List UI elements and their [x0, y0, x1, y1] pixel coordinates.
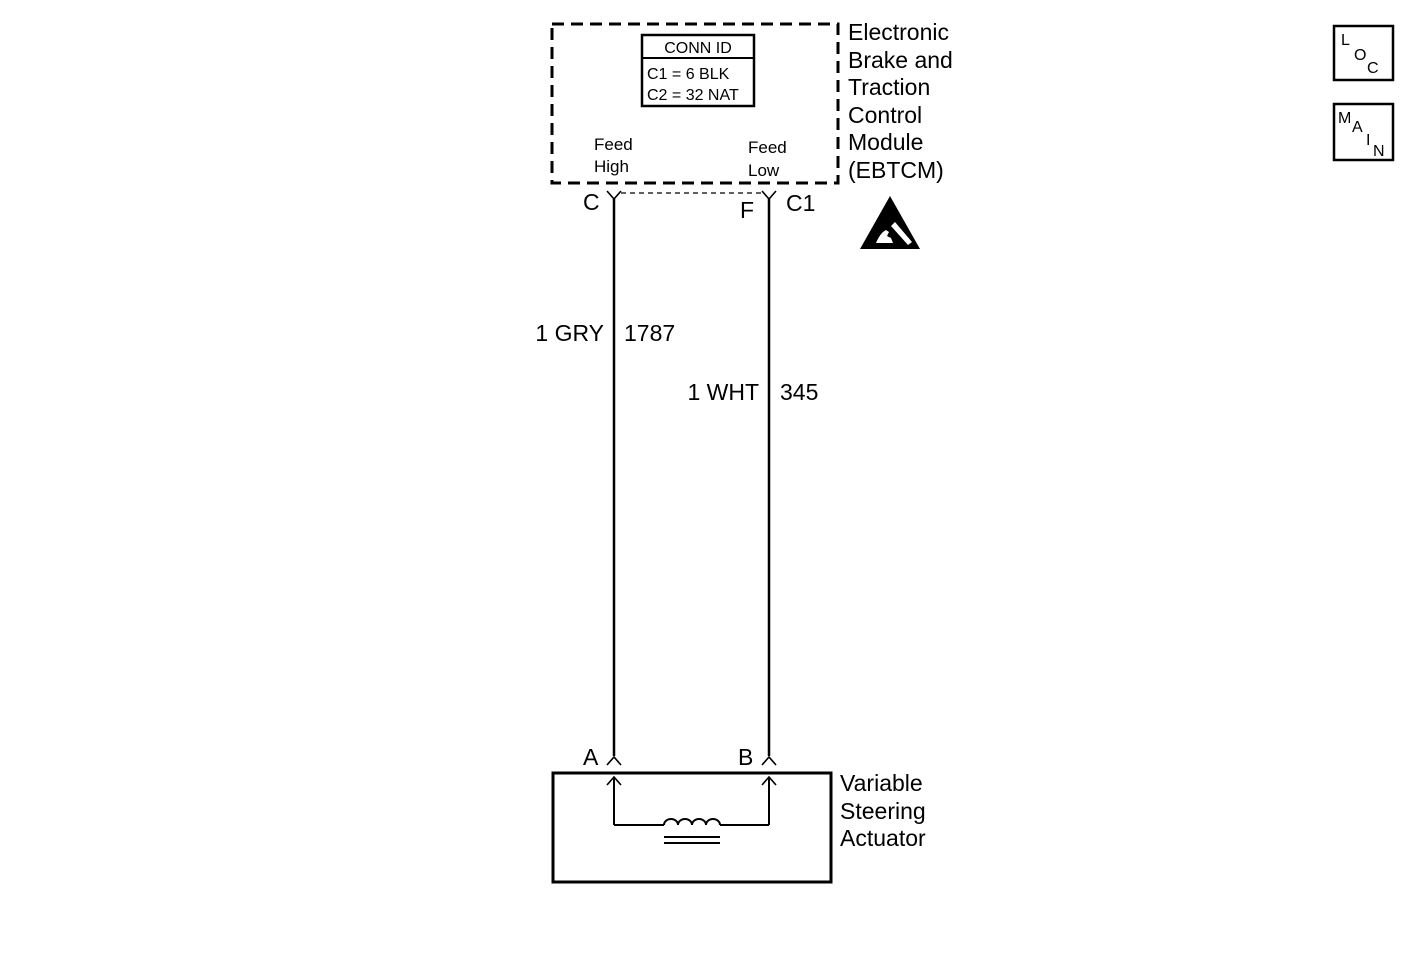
pin-letter-f: F — [740, 197, 754, 223]
actuator-name-line: Steering — [840, 798, 926, 824]
conn-id-row: C2 = 32 NAT — [647, 87, 739, 104]
actuator-internal-circuit — [606, 775, 777, 826]
module-terminal-f — [761, 190, 777, 201]
conn-id-table: CONN ID C1 = 6 BLK C2 = 32 NAT — [640, 33, 756, 108]
module-name-line: Electronic — [848, 19, 949, 45]
wire-circuit-number: 1787 — [624, 320, 675, 346]
module-name-line: Control — [848, 102, 922, 128]
actuator-terminal-a — [606, 755, 622, 766]
pin-label-feed-high: High — [594, 157, 629, 176]
main-letter: M — [1338, 110, 1351, 127]
pin-label-feed-high: Feed — [594, 135, 633, 154]
loc-letter: O — [1354, 47, 1366, 64]
pin-letter-c: C — [583, 189, 600, 215]
main-letter: I — [1366, 132, 1370, 149]
module-name-line: Traction — [848, 74, 930, 100]
ebtcm-module-box — [550, 22, 840, 185]
actuator-name-line: Variable — [840, 770, 923, 796]
esd-warning-icon — [860, 196, 920, 249]
wire-color-label: 1 WHT — [687, 379, 759, 405]
main-letter: N — [1373, 143, 1385, 160]
pin-letter-b: B — [738, 744, 753, 770]
module-name-line: (EBTCM) — [848, 157, 944, 183]
actuator-name-line: Actuator — [840, 825, 926, 851]
loc-letter: L — [1341, 32, 1350, 49]
module-terminal-c — [606, 190, 622, 201]
module-name-line: Module — [848, 129, 923, 155]
main-button[interactable]: M A I N — [1332, 102, 1395, 162]
conn-id-title: CONN ID — [664, 40, 732, 57]
connector-label-c1: C1 — [786, 190, 815, 216]
actuator-terminal-b — [761, 755, 777, 766]
ebtcm-name: Electronic Brake and Traction Control Mo… — [848, 19, 953, 183]
pin-letter-a: A — [583, 744, 599, 770]
pin-label-feed-low: Feed — [748, 138, 787, 157]
pin-label-feed-low: Low — [748, 161, 780, 180]
solenoid-coil-icon — [663, 818, 721, 844]
conn-id-row: C1 = 6 BLK — [647, 66, 730, 83]
main-letter: A — [1352, 119, 1363, 136]
actuator-box — [551, 771, 833, 884]
loc-button[interactable]: L O C — [1332, 24, 1395, 82]
wire-color-label: 1 GRY — [535, 320, 604, 346]
loc-letter: C — [1367, 60, 1379, 77]
wire-circuit-number: 345 — [780, 379, 818, 405]
module-name-line: Brake and — [848, 47, 953, 73]
